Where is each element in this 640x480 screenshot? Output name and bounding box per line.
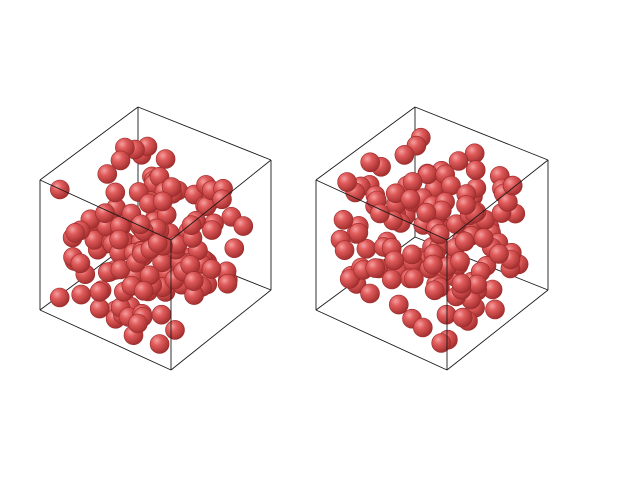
particle-sphere [404,268,424,289]
particle-sphere [365,258,386,278]
particle-sphere [201,259,222,279]
box-edge [446,289,549,371]
particle-sphere [97,164,118,184]
particle-sphere [71,284,91,305]
particle-sphere [109,229,129,250]
particle-sphere [65,223,86,243]
particle-sphere [152,191,173,212]
particle-sphere [451,273,472,294]
sphere-cloud [330,127,529,353]
particle-sphere [388,294,409,315]
particle-sphere [489,244,509,264]
box-edge [446,159,549,241]
particle-sphere [333,210,354,230]
particle-sphere [348,223,369,243]
particle-sphere [424,280,445,301]
box-front-edges [39,159,272,371]
box-edge [39,309,172,371]
particle-sphere [165,320,185,340]
particle-sphere [360,283,380,304]
particle-sphere [202,220,222,240]
particle-sphere [224,238,245,258]
particle-sphere [149,334,170,354]
box-edge [39,106,139,181]
particle-sphere [337,172,357,192]
particle-sphere [370,203,390,224]
particle-sphere [454,231,475,252]
box-edge [170,289,272,371]
particle-sphere [130,214,151,235]
particle-sphere [465,160,486,180]
particle-sphere [128,313,148,334]
box-edge [39,179,172,241]
box-front-edges [315,159,549,371]
particle-sphere [394,145,415,165]
particle-sphere [416,202,437,223]
particle-sphere [151,304,172,325]
particle-sphere [181,215,202,235]
box-edge [170,159,272,241]
particle-sphere [431,333,452,353]
particle-sphere [473,228,494,248]
particle-sphere [155,149,176,169]
particle-sphere [502,175,523,196]
particle-sphere [334,240,355,260]
particle-sphere [95,203,115,223]
particle-sphere [233,216,254,236]
particle-sphere [89,298,110,319]
particle-sphere [70,253,91,274]
particle-sphere [412,317,433,338]
box-edge [137,106,272,161]
particle-sphere [105,182,126,203]
box-edge [315,179,448,241]
particle-sphere [360,152,381,173]
particle-sphere [89,281,110,302]
particle-sphere [448,151,469,171]
particle-sphere [456,195,476,215]
box-edge [315,309,448,371]
left-box-scene [39,106,272,371]
right-box-scene [315,106,549,371]
particle-sphere [148,233,168,253]
particle-sphere [400,189,421,209]
sphere-cloud [49,136,254,354]
particle-sphere [384,250,405,271]
particle-sphere [452,307,473,328]
particle-sphere [161,177,182,197]
particle-sphere [402,244,422,265]
particle-sphere [183,271,204,291]
particle-sphere [436,304,457,325]
box-edge [315,106,416,181]
box-edge [414,106,549,161]
particle-sphere [498,192,518,212]
particle-sphere [485,299,505,320]
particle-sphere [180,255,201,275]
particle-sphere [450,251,470,271]
particle-sphere [133,280,154,301]
particle-sphere [217,273,238,294]
particle-sphere [110,150,131,171]
particle-sphere [402,172,423,192]
particle-sphere [381,269,402,290]
particle-sphere [423,254,443,275]
particle-sphere [49,287,70,308]
